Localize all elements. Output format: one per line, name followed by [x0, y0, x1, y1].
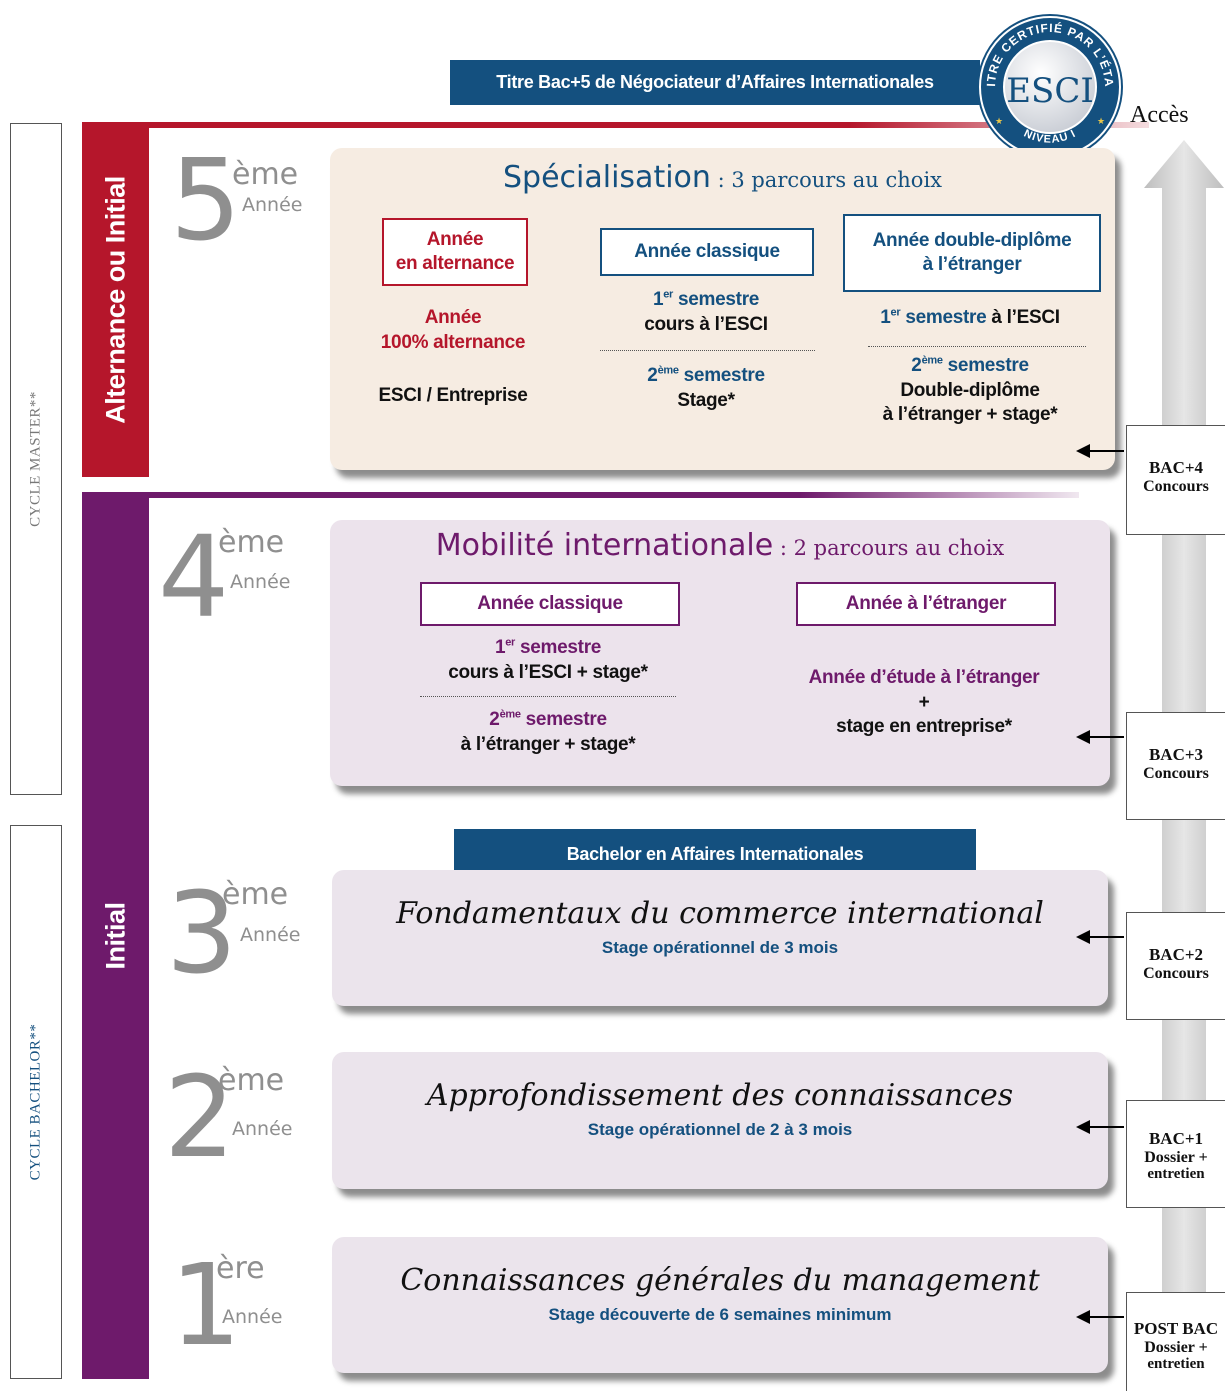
access-arrow-bac3 — [1076, 730, 1124, 744]
year3-subtitle: Stage opérationnel de 3 mois — [601, 938, 839, 957]
year4-subtitle: : 2 parcours au choix — [773, 536, 1005, 560]
purple-rule — [149, 492, 1079, 498]
year5-panel: Spécialisation : 3 parcours au choix Ann… — [330, 148, 1115, 470]
year5-double-divider — [868, 346, 1086, 347]
year5-alternance-esci: ESCI / Entreprise — [378, 385, 528, 406]
year2-subtitle: Stage opérationnel de 2 à 3 mois — [587, 1120, 853, 1139]
year2-suffix: ème — [218, 1063, 285, 1098]
access-arrow-bac1 — [1076, 1120, 1124, 1134]
initial-bar-label: Initial — [100, 901, 130, 970]
year4-suffix: ème — [218, 525, 285, 560]
access-arrow-bac2 — [1076, 930, 1124, 944]
year1-panel: Connaissances générales du management St… — [332, 1237, 1108, 1373]
year3-panel: Fondamentaux du commerce international S… — [332, 870, 1108, 1006]
year5-suffix: ème — [232, 157, 299, 192]
year2-number: 2 — [164, 1053, 236, 1183]
year4-classique-divider — [420, 696, 676, 697]
year2-panel: Approfondissement des connaissances Stag… — [332, 1052, 1108, 1189]
year5-number: 5 — [170, 136, 242, 266]
year5-classique-divider — [600, 350, 815, 351]
svg-text:ESCI: ESCI — [1006, 71, 1094, 111]
svg-text:★: ★ — [1097, 116, 1105, 126]
cycle-master-label: CYCLE MASTER** — [27, 391, 44, 527]
red-rule — [149, 122, 1149, 128]
year4-option-classique: Année classique — [420, 582, 680, 626]
cycle-bachelor-label: CYCLE BACHELOR** — [27, 1023, 44, 1181]
cycle-bachelor-box: CYCLE BACHELOR** — [10, 825, 62, 1379]
year5-double-s1: 1er semestre à l’ESCI — [880, 306, 1060, 328]
year2-label: Année — [232, 1118, 293, 1140]
year4-panel: Mobilité internationale : 2 parcours au … — [330, 520, 1110, 786]
year3-title: Fondamentaux du commerce international — [396, 896, 1044, 931]
year1-subtitle: Stage découverte de 6 semaines minimum — [548, 1305, 892, 1324]
year3-suffix: ème — [222, 877, 289, 912]
year3-number: 3 — [166, 869, 238, 999]
initial-bar: Initial — [82, 492, 149, 1379]
year5-subtitle: : 3 parcours au choix — [710, 168, 942, 192]
access-arrow-bac4 — [1076, 444, 1124, 458]
acces-label: Accès — [1130, 102, 1189, 128]
year4-label: Année — [230, 571, 291, 593]
year5-title-row: Spécialisation : 3 parcours au choix — [330, 160, 1115, 195]
year3-label: Année — [240, 924, 301, 946]
year4-title-row: Mobilité internationale : 2 parcours au … — [330, 528, 1110, 563]
access-arrow-postbac — [1076, 1310, 1124, 1324]
year4-title: Mobilité internationale — [435, 528, 774, 563]
cycle-master-box: CYCLE MASTER** — [10, 123, 62, 795]
year4-etranger-text: Année d’étude à l’étranger+stage en entr… — [808, 667, 1040, 738]
year4-option-etranger: Année à l’étranger — [796, 582, 1056, 626]
year5-title: Spécialisation — [503, 160, 711, 195]
year5-label: Année — [242, 194, 303, 216]
year1-suffix: ère — [216, 1251, 265, 1286]
top-banner: Titre Bac+5 de Négociateur d’Affaires In… — [450, 60, 980, 105]
year1-number: 1 — [170, 1241, 242, 1371]
alternance-bar: Alternance ou Initial — [82, 122, 149, 477]
year4-number: 4 — [158, 513, 230, 643]
esci-seal: TITRE CERTIFIÉ PAR L’ÉTAT NIVEAU I ESCI … — [971, 1, 1125, 162]
year1-label: Année — [222, 1306, 283, 1328]
svg-text:NIVEAU I: NIVEAU I — [1022, 128, 1078, 146]
year2-title: Approfondissement des connaissances — [426, 1078, 1014, 1113]
alternance-bar-label: Alternance ou Initial — [100, 175, 130, 424]
svg-text:★: ★ — [995, 116, 1003, 126]
year5-option-classique: Année classique — [600, 228, 814, 276]
year1-title: Connaissances générales du management — [400, 1263, 1040, 1298]
